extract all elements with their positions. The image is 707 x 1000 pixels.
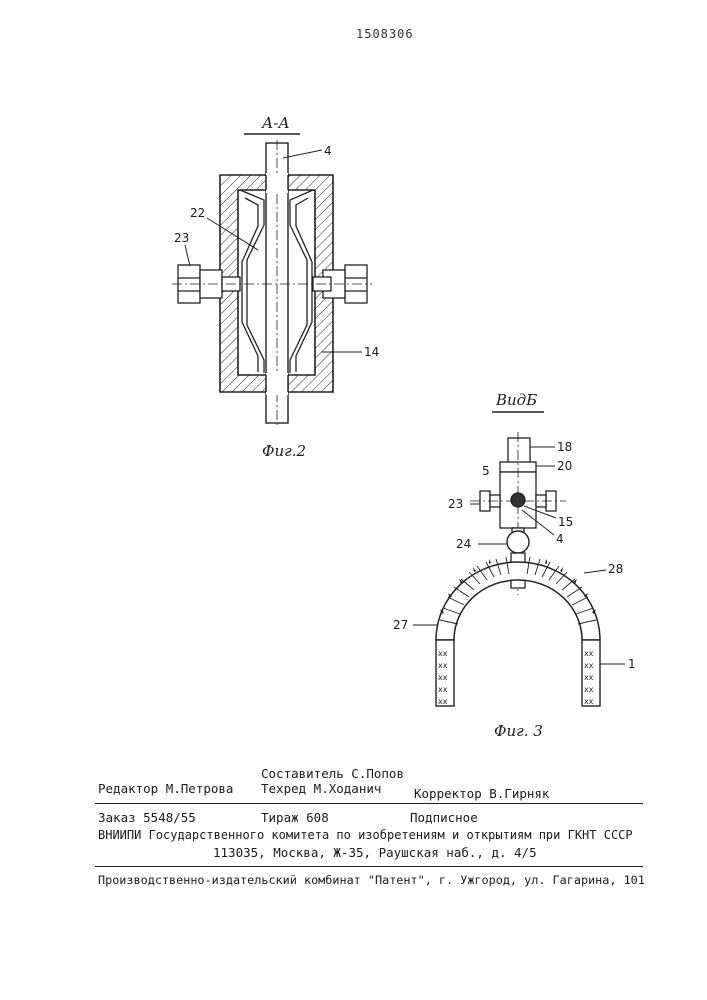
arch-27	[436, 557, 600, 640]
section-label-aa: А-А	[261, 114, 290, 132]
divider-bottom	[95, 866, 643, 867]
imprint-publisher: Производственно-издательский комбинат "П…	[98, 873, 645, 887]
label-23: 23	[174, 231, 189, 245]
imprint-subscription: Подписное	[410, 810, 478, 825]
label-18: 18	[557, 440, 572, 454]
imprint-address: 113035, Москва, Ж-35, Раушская наб., д. …	[213, 845, 537, 860]
svg-text:xx: xx	[438, 649, 448, 658]
patent-drawings: А-А	[0, 0, 707, 760]
label-28: 28	[608, 562, 623, 576]
imprint-vniipi: ВНИИПИ Государственного комитета по изоб…	[98, 828, 633, 842]
imprint-corrector: Корректор В.Гирняк	[414, 786, 549, 801]
view-label-b: ВидБ	[495, 391, 537, 409]
svg-text:xx: xx	[438, 673, 448, 682]
svg-text:xx: xx	[438, 661, 448, 670]
imprint-compiler: Составитель С.Попов	[261, 766, 404, 781]
svg-text:xx: xx	[584, 661, 594, 670]
imprint-techred: Техред М.Ходанич	[261, 781, 381, 796]
label-27: 27	[393, 618, 408, 632]
label-14: 14	[364, 345, 379, 359]
label-22: 22	[190, 206, 205, 220]
label-1: 1	[628, 657, 636, 671]
ball-24	[507, 531, 529, 553]
imprint-order: Заказ 5548/55	[98, 810, 196, 825]
label-4: 4	[324, 144, 332, 158]
figure-2-caption: Фиг.2	[262, 442, 306, 460]
svg-text:xx: xx	[584, 697, 594, 706]
label-4-fig3: 4	[556, 532, 564, 546]
divider-top	[95, 803, 643, 804]
svg-text:xx: xx	[584, 673, 594, 682]
figure-3-caption: Фиг. 3	[494, 722, 543, 740]
label-24: 24	[456, 537, 471, 551]
svg-text:xx: xx	[584, 649, 594, 658]
figure-3: ВидБ	[393, 391, 636, 740]
label-5: 5	[482, 464, 490, 478]
legs-1	[436, 640, 600, 706]
label-20: 20	[557, 459, 572, 473]
figure-2: А-А	[172, 114, 379, 460]
svg-text:xx: xx	[438, 697, 448, 706]
imprint-circulation: Тираж 608	[261, 810, 329, 825]
shaft-4-section	[511, 493, 525, 507]
svg-text:xx: xx	[438, 685, 448, 694]
imprint-editor: Редактор М.Петрова	[98, 781, 233, 796]
label-23-fig3: 23	[448, 497, 463, 511]
label-15: 15	[558, 515, 573, 529]
svg-text:xx: xx	[584, 685, 594, 694]
